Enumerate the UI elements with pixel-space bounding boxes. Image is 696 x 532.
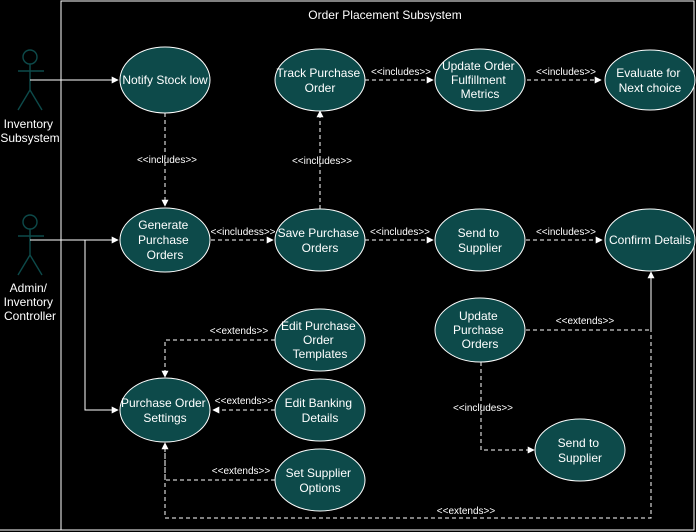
use-case-send-to-supplier-2[interactable]: Send to Supplier [534,418,626,482]
label-send-confirm: <<includes>> [536,227,596,238]
actor-inventory-label: Inventory Subsystem [0,117,59,145]
edge-update-confirm [526,271,655,331]
use-case-confirm-details[interactable]: Confirm Details [604,208,696,272]
use-case-set-supplier-options[interactable]: Set Supplier Options [274,448,366,512]
edge-templates-settings [161,339,275,378]
actor-admin-inventory-controller[interactable]: Admin/ Inventory Controller [4,214,57,323]
use-case-send-to-supplier-1[interactable]: Send to Supplier [434,208,526,272]
edge-confirm-settings [164,272,652,519]
label-update-confirm: <<extends>> [556,316,615,327]
actor-admin-label: Admin/ Inventory Controller [4,281,57,323]
edge-update-send [480,362,535,454]
actor-inventory-subsystem[interactable]: Inventory Subsystem [0,49,60,145]
svg-text:Edit Banking Details: Edit Banking Details [285,396,356,425]
svg-text:Edit Purchase Order: Edit Purchase Order Templates [281,319,359,361]
use-case-edit-purchase-order-templates[interactable]: Edit Purchase Order Templates [274,308,366,372]
use-case-save-purchase-orders[interactable]: Save Purchase Orders [274,208,366,272]
label-track-metrics: <<includes>> [371,67,431,78]
boundary-title: Order Placement Subsystem [308,8,461,22]
use-case-track-purchase-order[interactable]: Track Purchase Order [274,48,366,112]
svg-text:Track Purchase Order: Track Purchase Order [277,66,364,95]
svg-text:Purchase Order Settings: Purchase Order Settings [121,396,209,425]
use-case-notify-stock-low[interactable]: Notify Stock low [119,46,211,114]
assoc-admin-settings [84,240,119,414]
svg-text:Send to Supplier: Send to Supplier [458,226,503,255]
association-lines [30,76,119,414]
use-case-update-order-fulfillment-metrics[interactable]: Update Order Fulfillment Metrics [434,48,526,112]
label-save-send: <<includes>> [370,227,430,238]
svg-text:Set Supplier Options: Set Supplier Options [286,466,355,495]
stick-figure-icon [17,49,44,111]
label-options-settings: <<extends>> [212,466,271,477]
svg-text:Confirm Details: Confirm Details [609,233,691,247]
svg-text:Notify Stock low: Notify Stock low [122,73,208,87]
label-metrics-evaluate: <<includes>> [536,67,596,78]
svg-text:Update Purchase Or: Update Purchase Orders [453,309,507,351]
label-notify-generate: <<includes>> [137,155,197,166]
label-templates-settings: <<extends>> [210,326,269,337]
label-save-track: <<includes>> [292,156,352,167]
relationship-lines [161,76,655,519]
svg-text:Evaluate for Next choice: Evaluate for Next choice [616,66,683,95]
use-case-purchase-order-settings[interactable]: Purchase Order Settings [119,377,211,443]
use-case-edit-banking-details[interactable]: Edit Banking Details [274,378,366,442]
use-case-update-purchase-orders[interactable]: Update Purchase Orders [434,297,526,363]
svg-text:Send to Supplier: Send to Supplier [558,436,603,465]
svg-text:Save Purchase Orders: Save Purchase Orders [278,226,363,255]
svg-text:Generate Purchase: Generate Purchase Orders [138,218,192,262]
label-banking-settings: <<extends>> [215,396,274,407]
use-case-evaluate-next-choice[interactable]: Evaluate for Next choice [604,49,696,111]
label-generate-save: <<includess>> [210,227,275,238]
svg-text:Update Order Fulfillment: Update Order Fulfillment Metrics [442,59,518,101]
label-update-send: <<includes>> [453,403,513,414]
label-confirm-settings: <<extends>> [437,506,496,517]
relationship-labels: <<includes>> <<includes>> <<includes>> <… [137,67,614,517]
use-case-generate-purchase-orders[interactable]: Generate Purchase Orders [119,207,211,273]
stick-figure-icon [17,214,44,276]
